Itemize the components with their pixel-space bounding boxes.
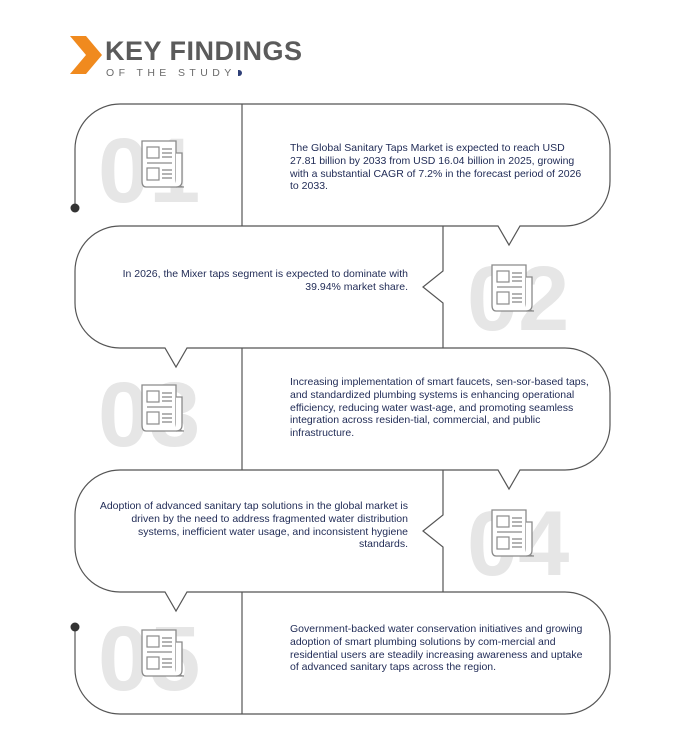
finding-text-3: Increasing implementation of smart fauce… xyxy=(290,376,589,440)
finding-text-2: In 2026, the Mixer taps segment is expec… xyxy=(122,268,408,293)
page-title: KEY FINDINGS xyxy=(105,36,303,66)
connector-dot-end xyxy=(70,622,80,632)
finding-text-1: The Global Sanitary Taps Market is expec… xyxy=(290,142,582,193)
accent-dot-icon xyxy=(237,70,242,77)
connector-line xyxy=(74,103,121,207)
connector-line-end xyxy=(74,628,121,715)
bubble-2-3-outline xyxy=(74,225,611,491)
newspaper-icon xyxy=(141,140,185,188)
page-subtitle: OF THE STUDY xyxy=(106,67,242,79)
divider-4 xyxy=(422,470,444,592)
finding-text-4: Adoption of advanced sanitary tap soluti… xyxy=(99,500,408,551)
divider-2 xyxy=(422,226,444,348)
chevron-logo-icon xyxy=(70,36,102,74)
page-subtitle-text: OF THE STUDY xyxy=(106,67,236,79)
connector-dot-start xyxy=(70,203,80,213)
bubble-1-outline xyxy=(120,103,611,247)
bubble-4-5-outline xyxy=(74,469,611,715)
finding-text-5: Government-backed water conservation ini… xyxy=(290,623,583,674)
